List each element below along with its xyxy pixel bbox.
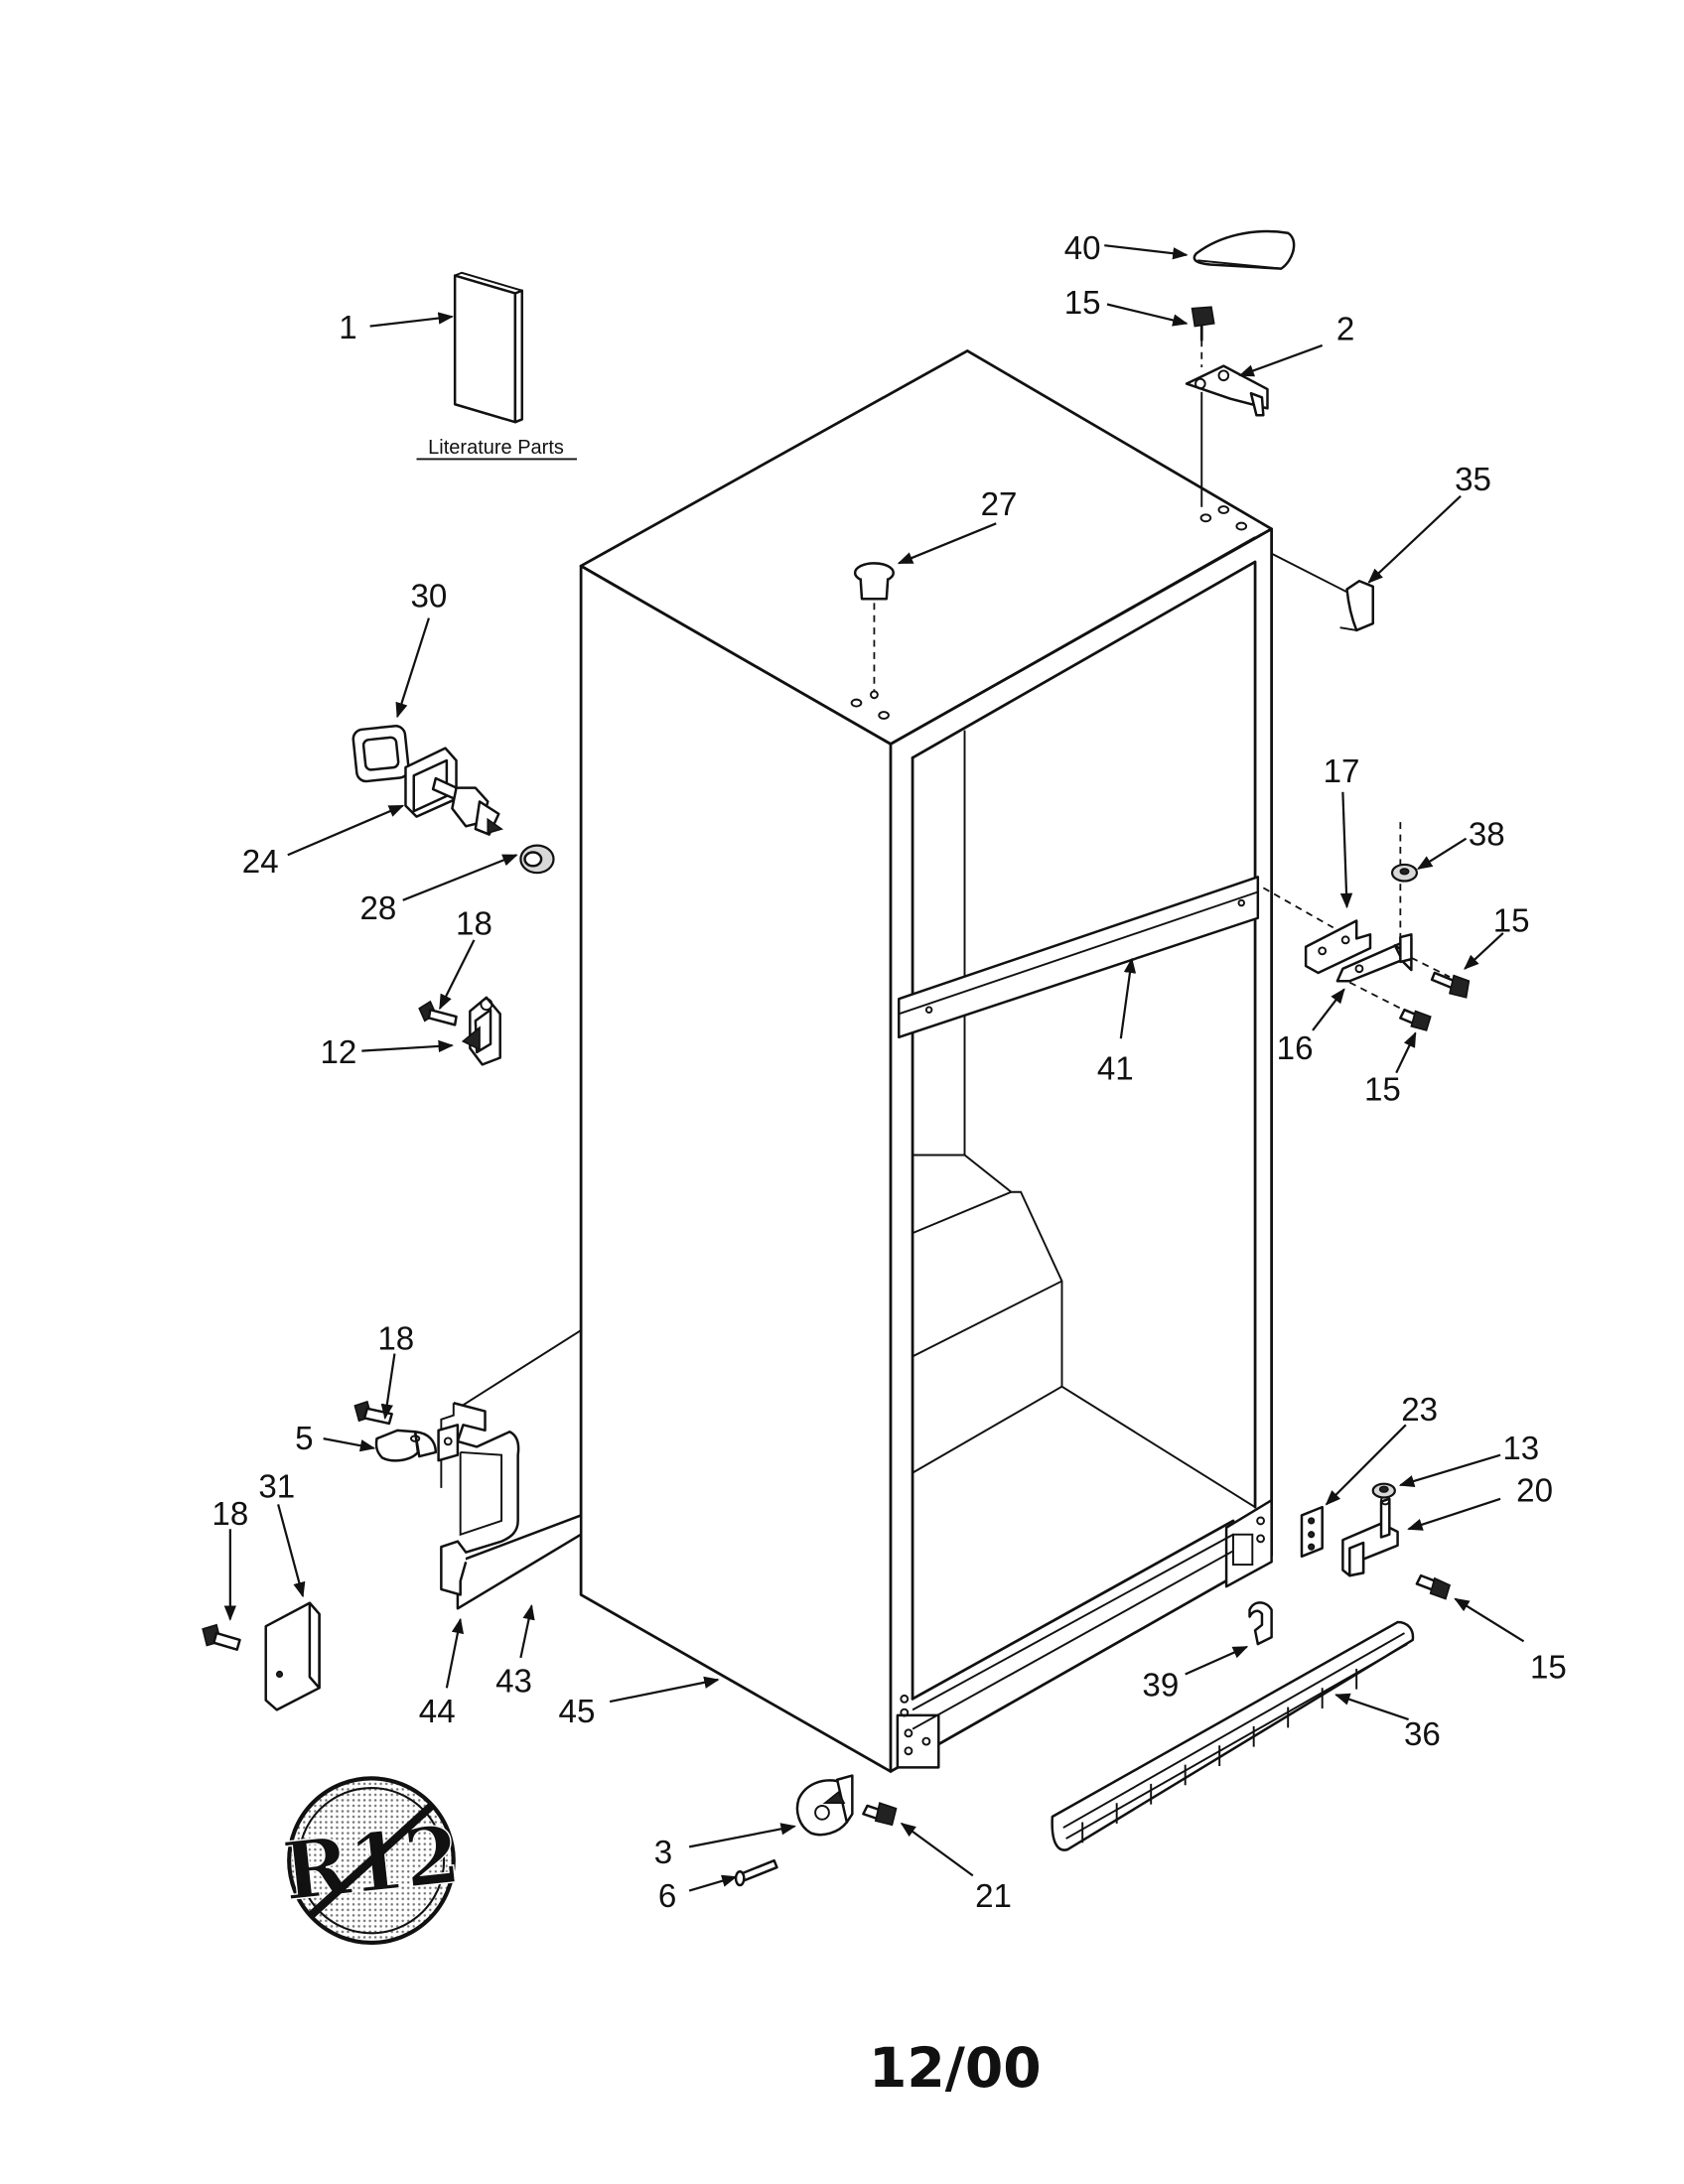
center-hinge-17 bbox=[1304, 919, 1372, 975]
literature-caption: Literature Parts bbox=[428, 437, 564, 459]
trim-clip-35 bbox=[1271, 552, 1374, 632]
hinge-cover-panel-44 bbox=[440, 1402, 520, 1596]
callout-13: 13 bbox=[1502, 1431, 1539, 1467]
grommet-30 bbox=[351, 725, 410, 783]
callout-38: 38 bbox=[1469, 817, 1505, 854]
screw-15-lower-right bbox=[1415, 1573, 1452, 1600]
callout-27: 27 bbox=[981, 486, 1018, 523]
callout-15-lower-right: 15 bbox=[1530, 1650, 1567, 1687]
callout-15-top: 15 bbox=[1064, 285, 1101, 322]
callout-6: 6 bbox=[658, 1878, 676, 1915]
screw-18-left bbox=[202, 1623, 241, 1651]
callout-40: 40 bbox=[1064, 230, 1101, 267]
callout-2: 2 bbox=[1336, 311, 1354, 347]
callout-36: 36 bbox=[1404, 1716, 1441, 1753]
callout-15-right-b: 15 bbox=[1364, 1071, 1401, 1108]
callout-18-lower: 18 bbox=[377, 1320, 414, 1357]
cabinet-45 bbox=[579, 349, 1274, 1773]
callout-45: 45 bbox=[559, 1694, 596, 1730]
callout-18-middle: 18 bbox=[456, 905, 492, 942]
callout-1: 1 bbox=[339, 310, 356, 346]
cover-31 bbox=[264, 1601, 321, 1711]
callout-31: 31 bbox=[258, 1468, 295, 1505]
screw-15-top bbox=[1191, 306, 1215, 341]
washer-13 bbox=[1371, 1482, 1396, 1499]
screw-21 bbox=[862, 1802, 898, 1827]
callout-17: 17 bbox=[1324, 753, 1360, 790]
leveling-roller-3 bbox=[795, 1774, 854, 1837]
callout-41: 41 bbox=[1097, 1051, 1134, 1088]
callout-3: 3 bbox=[654, 1835, 672, 1871]
spacer-23 bbox=[1300, 1505, 1324, 1559]
callout-labels: 1 Literature Parts 40 15 2 27 35 30 24 2… bbox=[211, 230, 1566, 1915]
divider-mullion-41 bbox=[898, 876, 1260, 1039]
callout-15-right-a: 15 bbox=[1493, 903, 1530, 940]
hinge-cover-40 bbox=[1193, 229, 1296, 270]
door-stop-24 bbox=[404, 747, 503, 836]
callout-39: 39 bbox=[1142, 1668, 1179, 1705]
callout-21: 21 bbox=[975, 1878, 1012, 1915]
date-code: 12/00 bbox=[869, 2037, 1042, 2101]
callout-16: 16 bbox=[1277, 1030, 1314, 1067]
callout-35: 35 bbox=[1455, 462, 1491, 498]
screw-15-right-a bbox=[1430, 971, 1471, 999]
callout-18-left: 18 bbox=[211, 1496, 248, 1533]
toe-grille-36 bbox=[1051, 1620, 1415, 1851]
plug-27 bbox=[853, 562, 895, 700]
screw-15-right-b bbox=[1399, 1008, 1432, 1031]
clamp-5 bbox=[374, 1424, 460, 1462]
callout-28: 28 bbox=[359, 890, 396, 927]
washer-38 bbox=[1390, 863, 1419, 883]
callout-30: 30 bbox=[411, 578, 448, 614]
callout-arrows bbox=[223, 244, 1525, 1892]
upper-hinge-2 bbox=[1185, 340, 1269, 507]
callout-23: 23 bbox=[1401, 1392, 1438, 1429]
center-hinge-16 bbox=[1335, 933, 1413, 983]
door-stop-bracket-12 bbox=[461, 996, 501, 1066]
clip-39 bbox=[1248, 1601, 1273, 1646]
callout-44: 44 bbox=[419, 1694, 456, 1730]
screw-18-middle bbox=[418, 1000, 458, 1026]
callout-20: 20 bbox=[1516, 1473, 1553, 1510]
no-r12-badge: R12 bbox=[278, 1776, 465, 1946]
literature-parts-booklet-1 bbox=[416, 271, 577, 461]
pin-6 bbox=[734, 1858, 778, 1887]
bushing-28 bbox=[519, 844, 555, 875]
callout-5: 5 bbox=[295, 1421, 313, 1457]
lower-hinge-20 bbox=[1341, 1495, 1399, 1577]
callout-12: 12 bbox=[320, 1034, 356, 1071]
callout-43: 43 bbox=[495, 1663, 532, 1700]
callout-24: 24 bbox=[242, 844, 279, 881]
